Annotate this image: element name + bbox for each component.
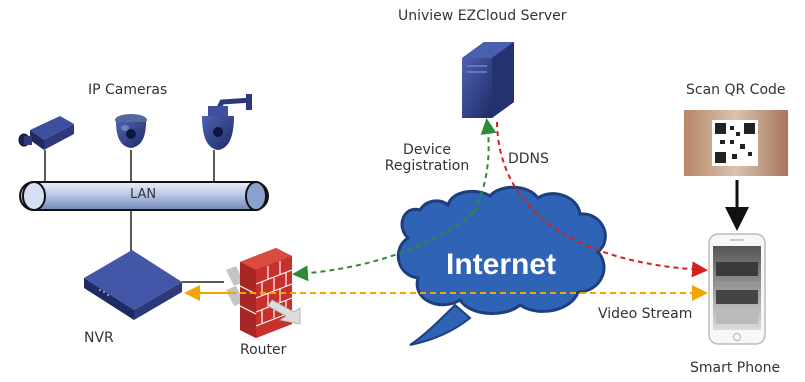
ip-cameras-label: IP Cameras (88, 82, 168, 98)
box-camera-icon (18, 116, 74, 150)
ddns-label: DDNS (508, 151, 549, 167)
smart-phone-icon (708, 233, 766, 345)
video-stream-label: Video Stream (598, 306, 693, 322)
device-registration-arrow-tail (292, 211, 475, 282)
internet-label: Internet (446, 248, 557, 281)
qr-code-photo-icon (684, 110, 788, 176)
internet-cloud-icon (396, 185, 607, 346)
device-registration-label: Device Registration (383, 142, 471, 174)
nvr-icon (84, 250, 182, 320)
lan-label: LAN (130, 187, 157, 202)
device-registration-line-2: Registration (384, 158, 470, 175)
device-registration-line-1: Device (403, 142, 451, 158)
smart-phone-label: Smart Phone (690, 360, 781, 376)
server-label: Uniview EZCloud Server (398, 8, 567, 24)
device-registration-arrow (473, 118, 497, 213)
scan-qr-code-label: Scan QR Code (686, 82, 786, 98)
ptz-camera-icon (202, 94, 253, 150)
router-label: Router (240, 342, 287, 358)
ddns-arrow (496, 121, 708, 278)
server-icon (462, 42, 514, 118)
lan-tube-icon (19, 181, 269, 211)
nvr-label: NVR (84, 330, 114, 346)
dome-camera-icon (115, 114, 147, 148)
